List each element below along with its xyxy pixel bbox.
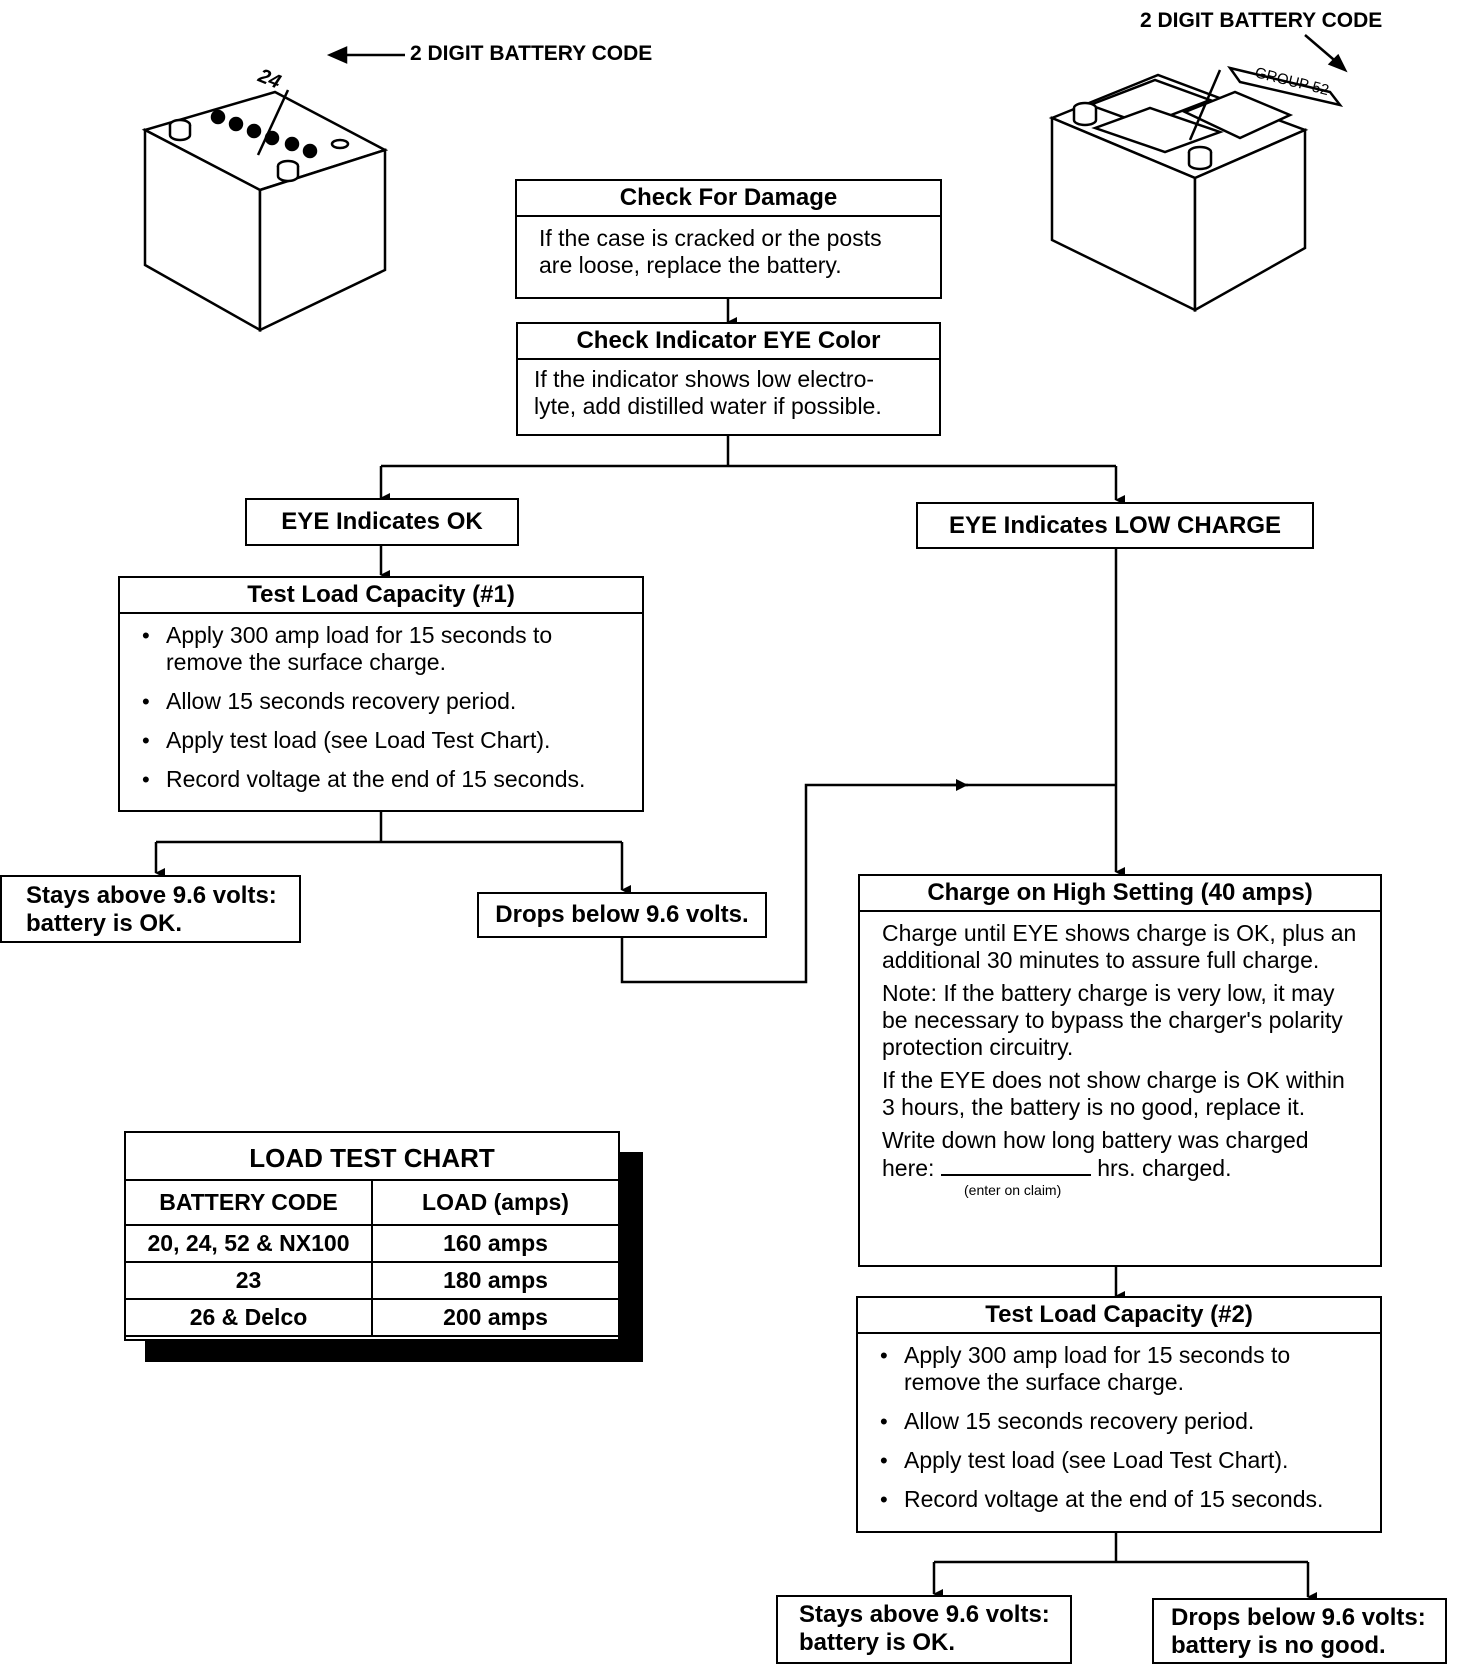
left-battery-illustration: 24 [141, 46, 405, 333]
test-load-2-item: Apply test load (see Load Test Chart). [880, 1447, 1370, 1474]
charge-text-1: Charge until EYE shows charge is OK, plu… [882, 920, 1357, 973]
eye-low-box: EYE Indicates LOW CHARGE [916, 502, 1314, 549]
load-chart-cell: 20, 24, 52 & NX100 [124, 1224, 373, 1263]
result-1-ok-line1: Stays above 9.6 volts: [26, 882, 277, 909]
load-chart-header: LOAD (amps) [371, 1179, 620, 1226]
load-chart-cell: 26 & Delco [124, 1298, 373, 1337]
charge-hint: (enter on claim) [964, 1182, 1062, 1198]
charge-text-4a: Write down how long battery was charged [882, 1127, 1309, 1153]
result-2-bad-line1: Drops below 9.6 volts: [1171, 1604, 1426, 1631]
test-load-2-box: Test Load Capacity (#2) Apply 300 amp lo… [856, 1296, 1382, 1533]
check-eye-title: Check Indicator EYE Color [518, 324, 939, 360]
test-load-2-item: Record voltage at the end of 15 seconds. [880, 1486, 1370, 1513]
test-load-1-item: Apply test load (see Load Test Chart). [142, 727, 628, 754]
charge-box: Charge on High Setting (40 amps) Charge … [858, 874, 1382, 1267]
result-2-bad-line2: battery is no good. [1171, 1632, 1386, 1659]
eye-ok-box: EYE Indicates OK [245, 498, 519, 546]
load-chart-cell: 200 amps [371, 1298, 620, 1337]
test-load-2-title: Test Load Capacity (#2) [858, 1298, 1380, 1334]
right-battery-callout: 2 DIGIT BATTERY CODE [1140, 9, 1383, 32]
check-damage-text: If the case is cracked or the posts are … [539, 225, 882, 278]
test-load-1-box: Test Load Capacity (#1) Apply 300 amp lo… [118, 576, 644, 812]
result-2-ok-line1: Stays above 9.6 volts: [799, 1601, 1050, 1628]
hours-charged-blank[interactable] [940, 1154, 1091, 1176]
charge-text-2: Note: If the battery charge is very low,… [882, 980, 1343, 1060]
charge-text-3: If the EYE does not show charge is OK wi… [882, 1067, 1345, 1120]
check-eye-text-line2: lyte, add distilled water if possible. [534, 393, 882, 419]
charge-title: Charge on High Setting (40 amps) [860, 876, 1380, 912]
load-chart-cell: 160 amps [371, 1224, 620, 1263]
test-load-1-title: Test Load Capacity (#1) [120, 578, 642, 614]
charge-text-4c: hrs. charged. [1097, 1155, 1232, 1181]
check-eye-text-line1: If the indicator shows low electro- [534, 366, 875, 392]
left-battery-callout: 2 DIGIT BATTERY CODE [410, 42, 653, 65]
test-load-1-item: Allow 15 seconds recovery period. [142, 688, 628, 715]
result-1-drop-box: Drops below 9.6 volts. [477, 892, 767, 938]
load-chart-cell: 23 [124, 1261, 373, 1300]
check-damage-box: Check For Damage If the case is cracked … [515, 179, 942, 299]
load-chart-title: LOAD TEST CHART [126, 1133, 618, 1181]
right-battery-illustration: GROUP 52 [1048, 34, 1348, 313]
left-battery-code-text: 24 [254, 64, 284, 93]
check-damage-title: Check For Damage [517, 181, 940, 217]
test-load-1-item: Apply 300 amp load for 15 seconds to rem… [142, 622, 628, 676]
test-load-1-item: Record voltage at the end of 15 seconds. [142, 766, 628, 793]
test-load-2-item: Apply 300 amp load for 15 seconds to rem… [880, 1342, 1370, 1396]
result-2-bad-box: Drops below 9.6 volts: battery is no goo… [1152, 1598, 1447, 1664]
check-eye-box: Check Indicator EYE Color If the indicat… [516, 322, 941, 436]
result-1-ok-box: Stays above 9.6 volts: battery is OK. [0, 875, 301, 943]
result-1-ok-line2: battery is OK. [26, 910, 183, 937]
result-2-ok-line2: battery is OK. [799, 1629, 956, 1656]
load-chart-table: BATTERY CODE LOAD (amps) 20, 24, 52 & NX… [124, 1179, 620, 1337]
load-test-chart: LOAD TEST CHART BATTERY CODE LOAD (amps)… [124, 1131, 620, 1341]
load-chart-cell: 180 amps [371, 1261, 620, 1300]
test-load-2-item: Allow 15 seconds recovery period. [880, 1408, 1370, 1435]
result-2-ok-box: Stays above 9.6 volts: battery is OK. [776, 1595, 1072, 1664]
load-chart-header: BATTERY CODE [124, 1179, 373, 1226]
charge-text-4b: here: [882, 1155, 935, 1181]
